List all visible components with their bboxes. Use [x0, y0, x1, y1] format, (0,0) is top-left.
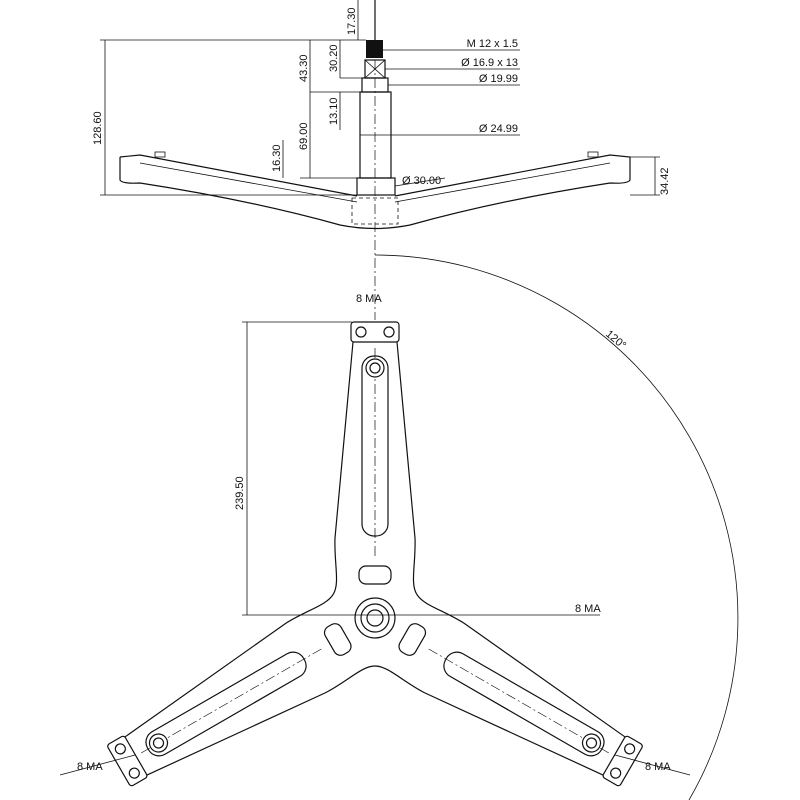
callout-shaft-1: Ø 19.99: [479, 73, 518, 85]
dim-43-30: 43.30: [298, 54, 310, 82]
dimension-lines-top: [59, 321, 691, 776]
dimension-lines: [100, 0, 660, 196]
callout-bearing: Ø 16.9 x 13: [461, 57, 518, 69]
dim-34-42: 34.42: [659, 167, 671, 195]
dim-16-30: 16.30: [271, 144, 283, 172]
callout-shaft-2: Ø 24.99: [479, 123, 518, 135]
thread-label-left: 8 MA: [77, 761, 103, 773]
spider-arm: [107, 593, 376, 787]
spider-arms: [107, 321, 643, 787]
dim-13-10: 13.10: [328, 97, 340, 125]
right-tip-boss: [587, 151, 599, 158]
dim-128-60: 128.60: [92, 111, 104, 145]
shaft-base: [356, 177, 396, 196]
dim-239-50: 239.50: [234, 476, 246, 510]
hub: [354, 597, 396, 639]
arm-inner-line: [139, 162, 611, 203]
dim-69-00: 69.00: [298, 122, 310, 150]
callout-thread: M 12 x 1.5: [467, 38, 518, 50]
thread-label-right: 8 MA: [645, 761, 671, 773]
thread-label-top: 8 MA: [356, 293, 382, 305]
thread-section: [366, 40, 383, 58]
thread-label-center: 8 MA: [575, 603, 601, 615]
spider-arm-profile: [119, 154, 631, 230]
hub-hidden: [351, 197, 399, 225]
angle-label: 120°: [603, 328, 628, 352]
side-view: 17.30 43.30 30.20 13.10 69.00 16.30 128.…: [92, 0, 671, 240]
spider-arm: [374, 593, 643, 787]
left-tip-boss: [154, 151, 166, 158]
callout-base: Ø 30.00: [402, 175, 441, 187]
angle-arc: [374, 254, 739, 800]
dim-30-20: 30.20: [328, 44, 340, 72]
spider-arm: [332, 321, 418, 595]
dim-17-30: 17.30: [346, 7, 358, 35]
top-view: 120° 239.50 8 MA 8 MA 8 MA 8 MA: [59, 240, 739, 800]
